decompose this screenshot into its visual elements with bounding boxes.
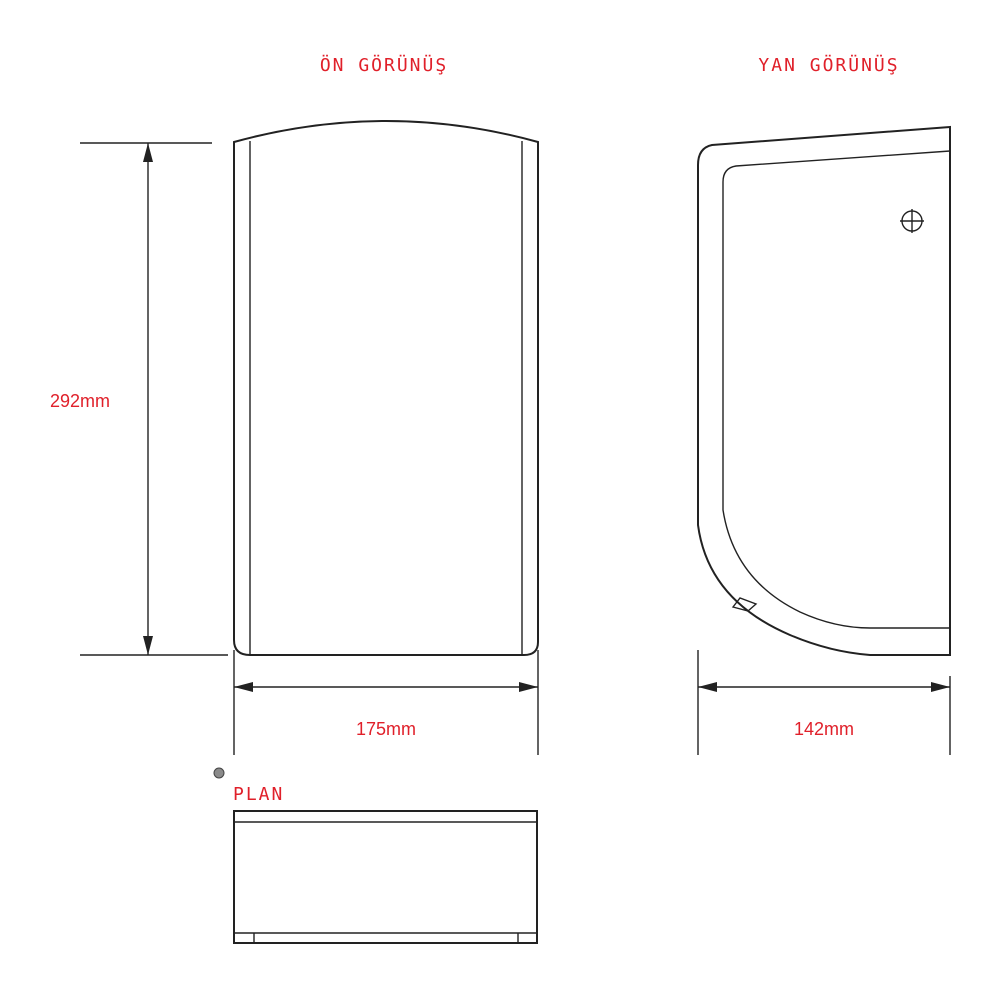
plan-view-outline — [233, 810, 538, 944]
plan-view-title: PLAN — [233, 784, 284, 805]
height-dimension: 292mm — [50, 142, 228, 656]
side-view-inner-profile — [722, 150, 951, 629]
width-dimension-label: 175mm — [356, 719, 416, 739]
fixing-screw-icon — [900, 209, 924, 233]
width-dimension: 175mm — [233, 650, 539, 755]
width-arrow-right — [519, 682, 538, 692]
height-arrow-bottom — [143, 636, 153, 655]
width-arrow-left — [234, 682, 253, 692]
height-arrow-top — [143, 143, 153, 162]
depth-arrow-left — [698, 682, 717, 692]
front-view-outline — [233, 120, 539, 656]
front-view-title: ÖN GÖRÜNÜŞ — [320, 54, 448, 76]
side-view-title: YAN GÖRÜNÜŞ — [758, 54, 899, 76]
depth-dimension: 142mm — [697, 650, 951, 755]
side-view-outlet-tab — [731, 597, 758, 612]
height-dimension-label: 292mm — [50, 391, 110, 411]
depth-dimension-label: 142mm — [794, 719, 854, 739]
front-view: ÖN GÖRÜNÜŞ — [233, 54, 539, 656]
depth-arrow-right — [931, 682, 950, 692]
side-view-outer-profile — [697, 125, 951, 656]
plan-marker-dot — [213, 767, 225, 779]
side-view: YAN GÖRÜNÜŞ — [697, 54, 951, 656]
plan-view: PLAN — [213, 767, 538, 944]
